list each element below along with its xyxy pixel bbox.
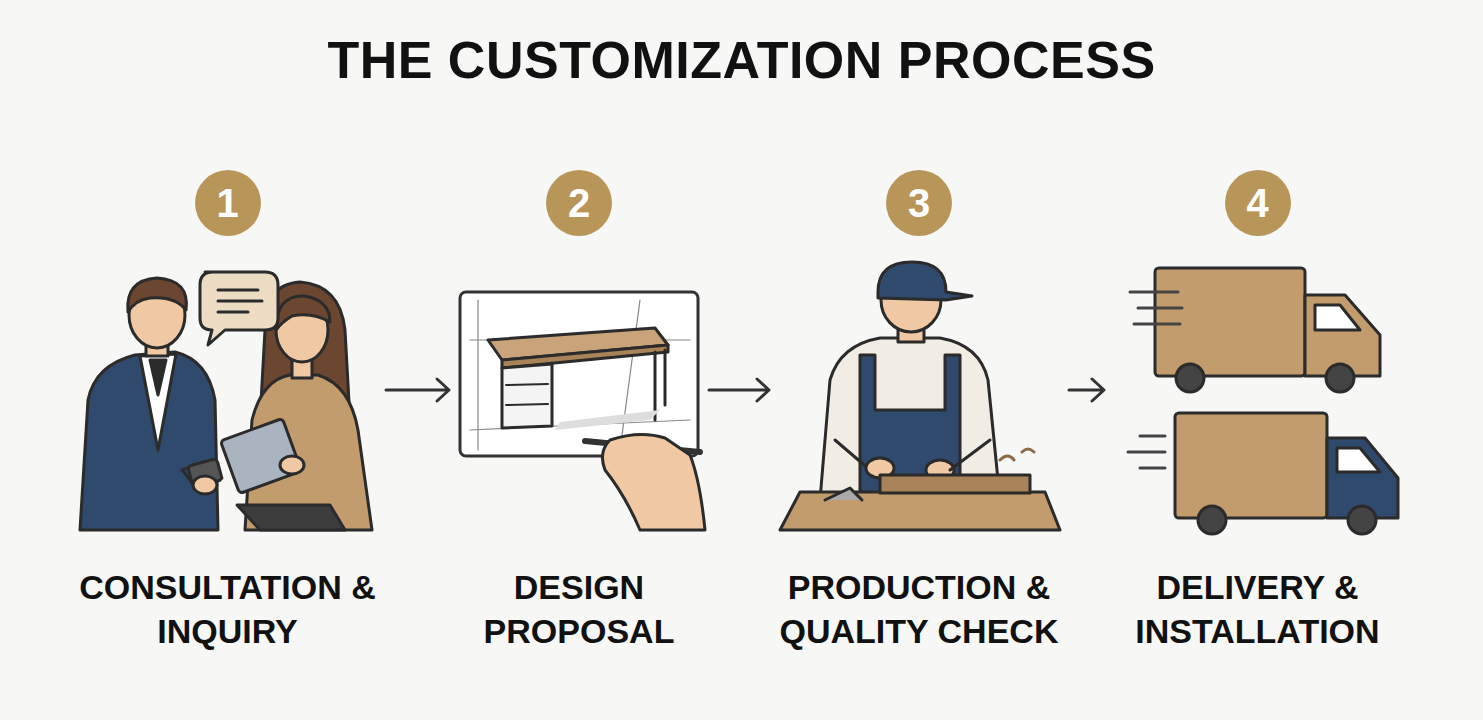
- desk-sketch: [460, 292, 698, 456]
- craftsman-figure: [820, 262, 1000, 500]
- process-step: 3PRODUCTION & QUALITY CHECK: [775, 170, 1063, 660]
- arrow-line: [709, 379, 769, 401]
- drawing-hand: [585, 434, 705, 530]
- flow-arrow: [1069, 379, 1104, 401]
- diagram-title: THE CUSTOMIZATION PROCESS: [0, 30, 1483, 90]
- installation-truck: [1128, 413, 1398, 534]
- step-number: 4: [1225, 170, 1291, 236]
- flow-arrow: [709, 379, 769, 401]
- process-step: 4DELIVERY & INSTALLATION: [1110, 170, 1405, 660]
- step-label: DELIVERY & INSTALLATION: [1093, 565, 1423, 653]
- step-number: 3: [886, 170, 952, 236]
- process-step: 1CONSULTATION & INQUIRY: [75, 170, 380, 660]
- speech-bubble: [200, 272, 278, 345]
- flow-arrow: [386, 379, 449, 401]
- step-label: DESIGN PROPOSAL: [454, 565, 704, 653]
- workbench: [780, 449, 1060, 530]
- arrow-line: [1069, 379, 1104, 401]
- step-number: 1: [195, 170, 261, 236]
- step-number: 2: [546, 170, 612, 236]
- delivery-truck: [1130, 268, 1380, 392]
- step-label: PRODUCTION & QUALITY CHECK: [754, 565, 1084, 653]
- step-label: CONSULTATION & INQUIRY: [63, 565, 393, 653]
- process-step: 2DESIGN PROPOSAL: [455, 170, 703, 660]
- arrow-line: [386, 379, 449, 401]
